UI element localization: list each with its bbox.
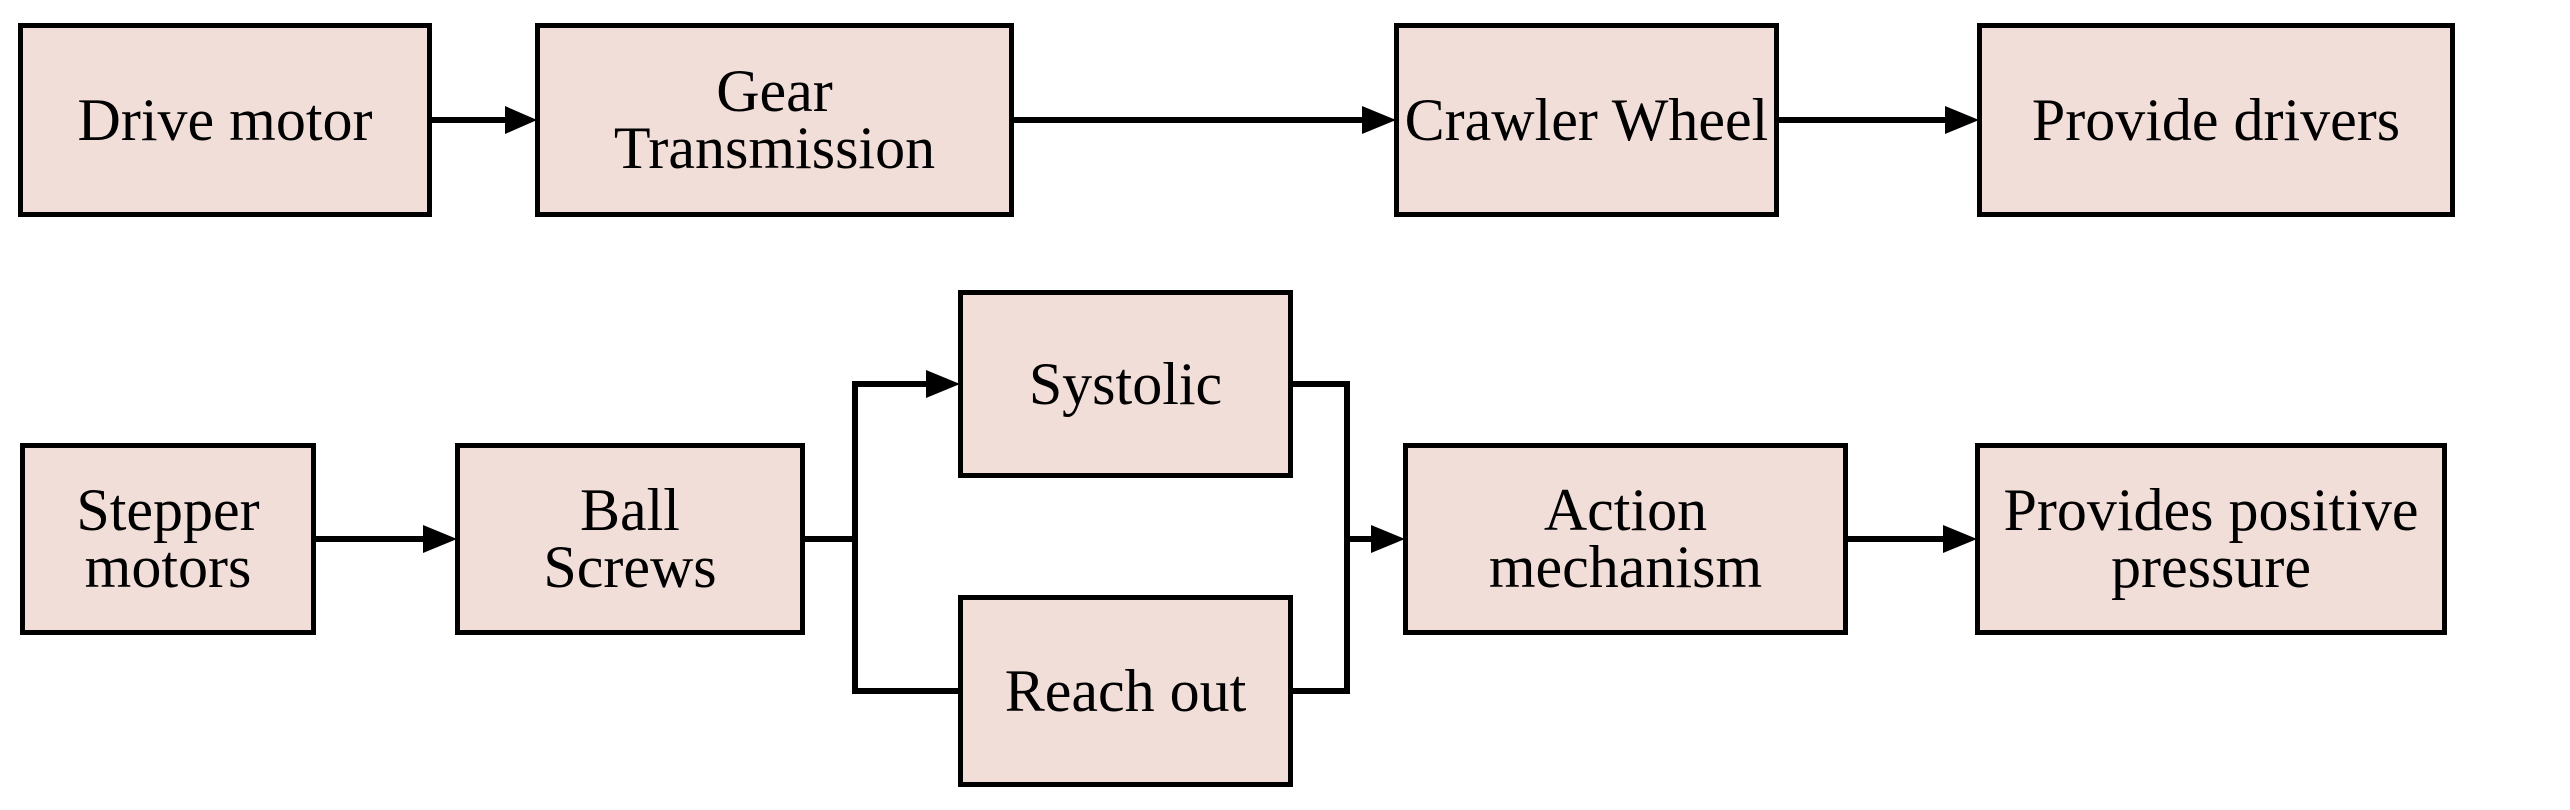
node-provide-drivers-label: Provide drivers bbox=[2031, 86, 2401, 153]
node-ball-screws-label: Ball Screws bbox=[543, 477, 717, 600]
edge-gear-transmission-to-crawler-wheel-arrowhead bbox=[1362, 106, 1396, 134]
node-reach-out-label: Reach out bbox=[1004, 657, 1247, 724]
node-systolic: Systolic bbox=[958, 290, 1293, 478]
node-stepper-motors: Stepper motors bbox=[20, 443, 316, 635]
edge-drive-motor-to-gear-transmission-arrowhead bbox=[505, 106, 537, 134]
node-provide-drivers: Provide drivers bbox=[1977, 23, 2455, 217]
node-reach-out: Reach out bbox=[958, 595, 1293, 787]
edge-merge-to-action-mechanism-arrowhead bbox=[1371, 525, 1405, 553]
edge-branch-to-systolic-arrowhead bbox=[926, 370, 960, 398]
node-crawler-wheel-label: Crawler Wheel bbox=[1404, 86, 1769, 153]
node-provides-positive-pressure-label: Provides positive pressure bbox=[2003, 477, 2419, 600]
edge-action-mechanism-to-provides-positive-pressure-arrowhead bbox=[1943, 525, 1977, 553]
node-action-mechanism: Action mechanism bbox=[1403, 443, 1848, 635]
node-action-mechanism-label: Action mechanism bbox=[1488, 477, 1763, 600]
node-systolic-label: Systolic bbox=[1028, 350, 1223, 417]
node-gear-transmission-label: Gear Transmission bbox=[613, 58, 936, 181]
edge-stepper-motors-to-ball-screws-arrowhead bbox=[423, 525, 457, 553]
node-provides-positive-pressure: Provides positive pressure bbox=[1975, 443, 2447, 635]
node-ball-screws: Ball Screws bbox=[455, 443, 805, 635]
node-gear-transmission: Gear Transmission bbox=[535, 23, 1014, 217]
node-drive-motor-label: Drive motor bbox=[77, 86, 373, 153]
edge-crawler-wheel-to-provide-drivers-arrowhead bbox=[1945, 106, 1979, 134]
node-stepper-motors-label: Stepper motors bbox=[76, 477, 260, 600]
node-drive-motor: Drive motor bbox=[18, 23, 432, 217]
node-crawler-wheel: Crawler Wheel bbox=[1394, 23, 1779, 217]
